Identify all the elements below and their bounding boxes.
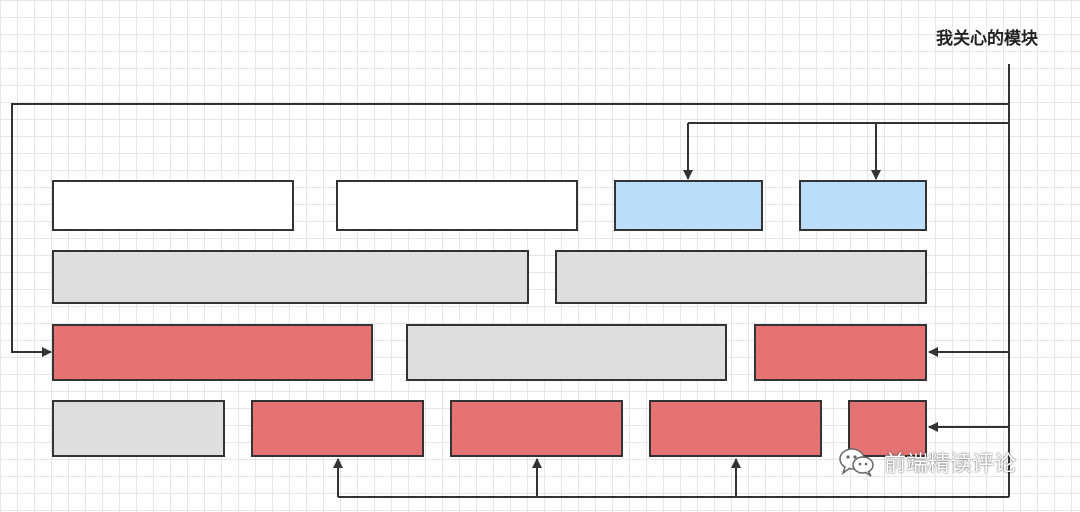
module-block-r1-1 (52, 180, 294, 231)
module-block-r1-3 (614, 180, 763, 231)
module-block-r1-2 (336, 180, 578, 231)
watermark: 前端精读评论 (838, 446, 1016, 478)
module-block-r4-4 (649, 400, 822, 457)
wechat-icon (839, 448, 874, 477)
module-block-r2-2 (555, 250, 927, 304)
module-block-r2-1 (52, 250, 529, 304)
arrow-to-left-red-block (11, 103, 1009, 357)
module-block-r4-3 (450, 400, 623, 457)
watermark-text: 前端精读评论 (884, 452, 1017, 477)
module-block-r4-2 (251, 400, 424, 457)
module-block-r4-1 (52, 400, 225, 457)
module-block-r3-2 (406, 324, 727, 381)
module-block-r3-1 (52, 324, 373, 381)
module-block-r1-4 (799, 180, 927, 231)
diagram-title: 我关心的模块 (936, 29, 1038, 49)
module-block-r4-5 (848, 400, 927, 457)
module-block-r3-3 (754, 324, 927, 381)
